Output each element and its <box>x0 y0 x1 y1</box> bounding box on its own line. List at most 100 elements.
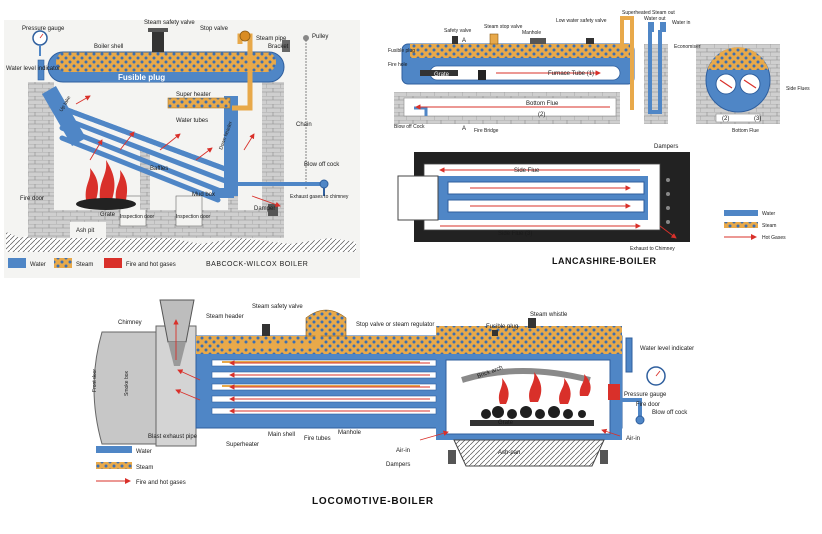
label-blow-off-cock-loco: Blow off cock <box>652 410 688 416</box>
label-mud-box: Mud box <box>192 192 215 198</box>
label-fire-bridge: Fire Bridge <box>474 128 499 134</box>
label-main-shell: Main shell <box>268 432 295 438</box>
label-steam-stop-valve: Steam stop valve <box>484 24 523 30</box>
label-bottom-flue-end: Bottom Flue <box>732 128 759 134</box>
lancashire-legend-swatch-water <box>724 210 758 216</box>
lancashire-legend-label-steam: Steam <box>762 223 776 229</box>
label-bottom-flue: Bottom Flue <box>526 101 559 107</box>
label-blow-off-cock-lancashire: Blow off Cock <box>394 124 425 130</box>
locomotive-panel: Chimney Steam header Steam safety valve … <box>92 299 694 507</box>
legend-swatch-steam <box>54 258 72 268</box>
superheated-steam-pipe <box>620 16 634 110</box>
label-fusible-plug-lancashire: Fusible plug <box>388 48 415 54</box>
blow-off-pipe <box>226 182 328 194</box>
lancashire-panel: Furnace Tube (1) Bottom Flue (2) (2) (3) <box>384 10 812 272</box>
pressure-gauge-needle <box>39 33 44 39</box>
label-steam-safety-valve: Steam safety valve <box>144 20 195 26</box>
label-pressure-gauge-loco: Pressure gauge <box>624 392 667 398</box>
label-chimney: Chimney <box>118 320 142 326</box>
legend-label-water: Water <box>30 262 46 268</box>
steam-regulator-pipe <box>222 330 321 349</box>
label-stop-valve-loco: Stop valve or steam regulator <box>356 322 434 328</box>
loco-legend-label-steam: Steam <box>136 465 153 471</box>
label-manhole-loco: Manhole <box>338 430 362 436</box>
label-steam-safety-valve-loco: Steam safety valve <box>252 304 303 310</box>
label-exhaust-gases: Exhaust gases to chimney <box>290 194 349 200</box>
label-baffles: Baffles <box>150 166 168 172</box>
label-steam-whistle: Steam whistle <box>530 312 568 318</box>
pressure-gauge-loco-needle <box>655 370 661 377</box>
fire-bridge <box>478 70 486 80</box>
damper-right <box>600 450 608 464</box>
caption-locomotive: LOCOMOTIVE-BOILER <box>312 496 434 507</box>
label-bracket: Bracket <box>268 44 289 50</box>
label-front-door: Front door <box>92 369 98 392</box>
mud-box <box>212 188 234 198</box>
water-level-indicator <box>37 59 45 81</box>
label-a-mark-bottom: A <box>462 126 466 132</box>
label-air-in-left: Air-in <box>396 448 410 454</box>
blow-off-cock-loco-pipe <box>622 398 642 420</box>
label-furnace-tube: Furnace Tube (1) <box>548 71 594 77</box>
baffle-1 <box>140 150 150 210</box>
label-smoke-box: Smoke box <box>124 370 130 396</box>
label-blast-exhaust-pipe: Blast exhaust pipe <box>148 434 198 440</box>
firebox-steam-space <box>436 326 622 354</box>
label-water-level-indicator: Water level indicator <box>6 66 60 72</box>
steam-stop-valve-lancashire <box>489 33 499 45</box>
label-dampers-lancashire: Dampers <box>654 144 678 150</box>
label-low-water-safety-valve: Low water safety valve <box>556 18 607 24</box>
label-inspection-door-2: Inspection door <box>176 214 211 220</box>
label-water-in: Water in <box>672 20 691 26</box>
label-chain: Chain <box>296 122 312 128</box>
label-ash-pan: Ash-pan <box>498 450 520 456</box>
caption-babcock-wilcox: BABCOCK-WILCOX BOILER <box>206 261 308 268</box>
lancashire-steam-space <box>410 44 630 58</box>
lancashire-legend-swatch-steam <box>724 222 758 228</box>
label-water-tubes: Water tubes <box>176 118 208 124</box>
caption-lancashire: LANCASHIRE-BOILER <box>552 256 657 266</box>
steam-dome <box>305 309 347 337</box>
super-heater <box>167 97 231 109</box>
up-take <box>42 86 86 146</box>
brick-arch <box>461 368 591 383</box>
superheater-tubes <box>222 361 420 387</box>
safety-valve-lancashire <box>452 36 458 44</box>
low-water-safety-valve <box>586 38 594 44</box>
fusible-plug-region <box>100 72 160 82</box>
label-grate-loco: Grate <box>498 420 514 426</box>
label-steam-pipe: Steam pipe <box>256 36 287 42</box>
ash-pan <box>453 439 605 467</box>
label-air-in-right: Air-in <box>626 436 640 442</box>
label-safety-valve-lancashire: Safety valve <box>444 28 471 34</box>
label-a-mark-top: A <box>462 38 466 44</box>
end-bottom-flue <box>715 113 761 123</box>
label-side-flues: Side Flues <box>786 86 810 92</box>
lancashire-legend-label-fire: Hot Gases <box>762 235 786 241</box>
label-ash-pit: Ash pit <box>76 228 95 234</box>
lancashire-legend: Water Steam Hot Gases <box>724 210 786 241</box>
plan-dampers <box>666 178 670 224</box>
locomotive-legend: Water Steam Fire and hot gases <box>96 446 186 486</box>
label-blow-off-cock: Blow off cock <box>304 162 340 168</box>
steam-safety-valve <box>152 30 164 52</box>
label-stop-valve: Stop valve <box>200 26 229 32</box>
loco-coal-bed <box>481 406 586 419</box>
water-out-pipe <box>648 22 654 32</box>
label-grate-lancashire: Grate <box>434 72 450 78</box>
damper <box>268 204 278 216</box>
stop-valve <box>239 30 251 42</box>
label-fire-door: Fire door <box>20 196 44 202</box>
legend-swatch-fire <box>104 258 122 268</box>
loco-flames <box>498 372 591 404</box>
label-fusible-plug: Fusible plug <box>118 73 165 82</box>
lancashire-gas-arrows-plan <box>439 167 677 239</box>
loco-legend-swatch-steam <box>96 462 132 469</box>
label-damper: Damper <box>254 206 275 212</box>
label-superheater: Superheater <box>226 442 259 448</box>
label-exhaust-to-chimney: Exhaust to Chimney <box>630 246 675 252</box>
label-super-heater: Super heater <box>176 92 211 98</box>
end-section-steam <box>708 47 768 70</box>
label-fire-tubes: Fire tubes <box>304 436 331 442</box>
water-tubes <box>59 105 231 203</box>
